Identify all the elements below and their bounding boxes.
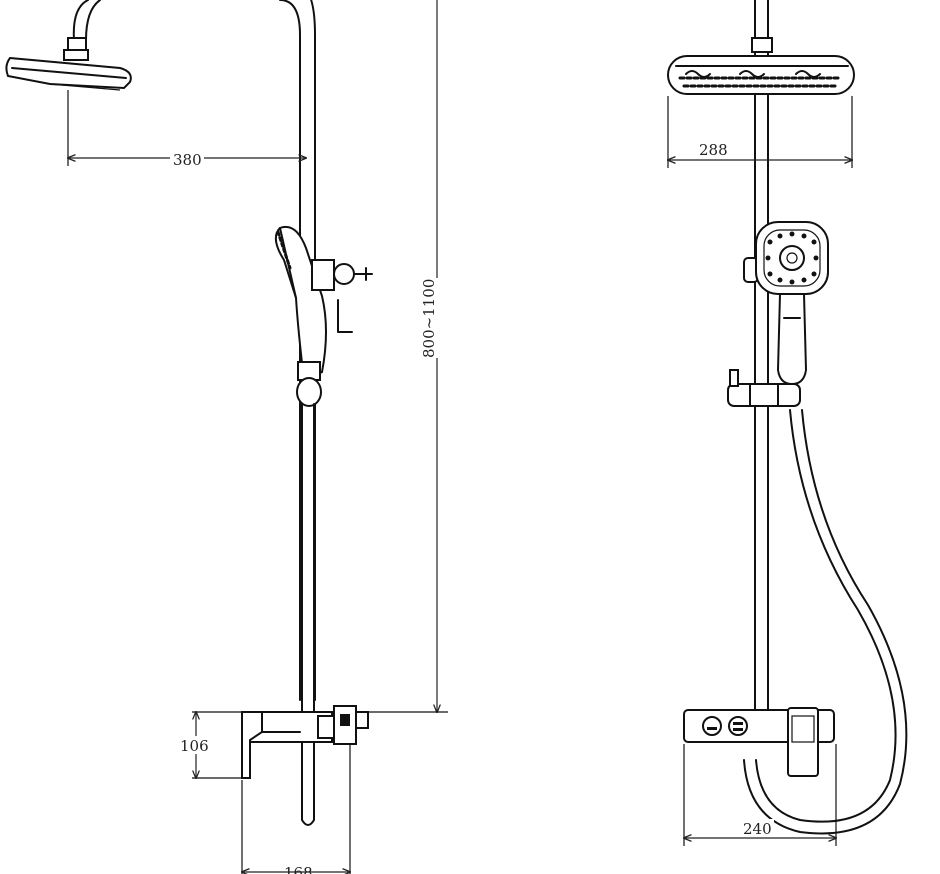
dim-800-1100: 800~1100: [356, 0, 448, 712]
front-view: 288: [667, 0, 908, 846]
side-slide-holder: [311, 259, 373, 333]
front-thermostat-mixer: [683, 707, 835, 777]
side-hose: [301, 403, 315, 826]
dim-label-240: 240: [743, 820, 772, 838]
side-riser-pipe: [72, 0, 316, 701]
dim-label-288: 288: [699, 141, 728, 159]
side-mixer: [241, 705, 369, 779]
dim-380: 380: [68, 90, 306, 169]
front-slide-bar-holder: [727, 369, 801, 407]
front-riser-pipe: [751, 0, 773, 713]
dim-240: 240: [684, 744, 836, 846]
side-view: 380 800~1100 106 168: [5, 0, 448, 874]
dim-label-380: 380: [173, 151, 202, 169]
front-handheld-shower: [743, 221, 829, 386]
dim-106: 106: [178, 712, 242, 778]
dim-label-168: 168: [284, 864, 313, 874]
front-overhead-showerhead: [667, 55, 855, 95]
side-overhead-showerhead: [5, 37, 132, 91]
dim-288: 288: [668, 96, 852, 168]
side-handheld-shower: [274, 226, 327, 407]
dim-label-106: 106: [180, 737, 209, 755]
dim-168: 168: [242, 744, 350, 874]
front-hose: [743, 409, 908, 835]
dim-label-800-1100: 800~1100: [420, 279, 438, 358]
